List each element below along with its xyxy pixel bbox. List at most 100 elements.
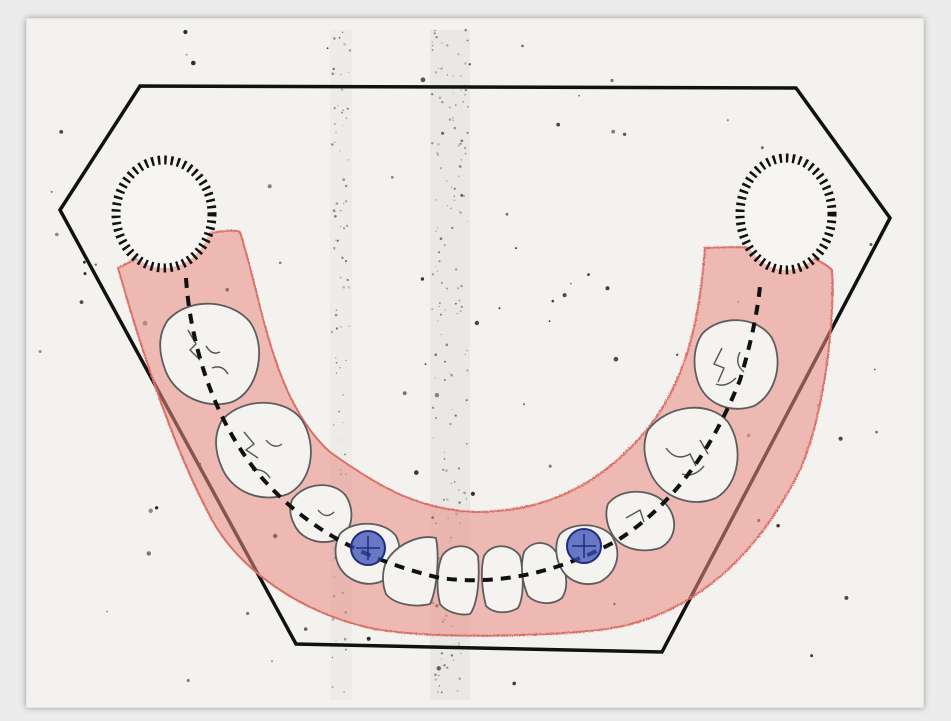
- dashed-circle-icon: [740, 158, 832, 270]
- streak-speck: [446, 44, 448, 46]
- streak-speck: [457, 690, 459, 692]
- streak-speck: [340, 326, 342, 328]
- paper-speck: [59, 130, 63, 134]
- streak-speck: [454, 127, 457, 130]
- paper-speck: [727, 119, 729, 121]
- streak-speck: [458, 501, 460, 503]
- streak-speck: [434, 674, 437, 677]
- streak-speck: [331, 143, 333, 145]
- streak-speck: [435, 36, 437, 38]
- streak-speck: [340, 74, 341, 75]
- streak-speck: [347, 279, 349, 281]
- paper-speck: [614, 357, 619, 362]
- streak-speck: [456, 313, 458, 315]
- streak-speck: [333, 424, 335, 426]
- streak-speck: [344, 638, 347, 641]
- streak-speck: [432, 438, 433, 439]
- streak-speck: [334, 215, 337, 218]
- streak-speck: [459, 300, 461, 302]
- streak-speck: [336, 640, 337, 641]
- streak-speck: [337, 240, 339, 242]
- streak-speck: [331, 331, 333, 333]
- streak-speck: [465, 354, 466, 355]
- streak-speck: [340, 277, 342, 279]
- streak-speck: [467, 106, 469, 108]
- streak-speck: [338, 411, 340, 413]
- streak-speck: [451, 227, 453, 229]
- streak-speck: [447, 205, 448, 206]
- streak-speck: [432, 273, 434, 275]
- streak-speck: [444, 452, 445, 453]
- streak-speck: [458, 489, 460, 491]
- streak-speck: [464, 94, 465, 95]
- streak-speck: [431, 142, 433, 144]
- streak-speck: [458, 642, 460, 644]
- streak-speck: [435, 199, 437, 201]
- streak-speck: [341, 112, 343, 114]
- streak-speck: [453, 75, 454, 76]
- streak-speck: [435, 231, 436, 232]
- streak-speck: [461, 306, 463, 308]
- paper-speck: [441, 132, 444, 135]
- paper-speck: [271, 660, 273, 662]
- streak-speck: [444, 361, 446, 363]
- paper-speck: [587, 273, 590, 276]
- paper-speck: [469, 63, 471, 65]
- streak-speck: [334, 123, 336, 125]
- paper-speck: [83, 261, 86, 264]
- streak-speck: [438, 68, 439, 69]
- streak-speck: [464, 147, 466, 149]
- streak-speck: [454, 188, 456, 190]
- streak-speck: [460, 75, 462, 77]
- streak-speck: [453, 120, 454, 121]
- streak-speck: [435, 71, 437, 73]
- streak-speck: [334, 249, 335, 250]
- streak-speck: [349, 49, 351, 51]
- paper-speck: [623, 133, 626, 136]
- streak-speck: [432, 42, 433, 43]
- streak-speck: [344, 454, 346, 456]
- streak-speck: [348, 159, 350, 161]
- streak-speck: [331, 72, 334, 75]
- paper-speck: [425, 363, 427, 365]
- paper-speck: [552, 300, 555, 303]
- streak-speck: [333, 247, 335, 249]
- paper-speck: [186, 54, 188, 56]
- streak-speck: [333, 37, 335, 39]
- streak-speck: [346, 118, 348, 120]
- paper-speck: [39, 350, 42, 353]
- paper-speck: [499, 307, 501, 309]
- streak-speck: [460, 653, 461, 654]
- streak-speck: [343, 203, 344, 204]
- paper-speck: [570, 283, 572, 285]
- streak-speck: [441, 652, 443, 654]
- streak-speck: [342, 178, 345, 181]
- streak-speck: [438, 306, 439, 307]
- streak-speck: [343, 691, 345, 693]
- paper-speck: [810, 654, 813, 657]
- streak-speck: [446, 180, 448, 182]
- streak-speck: [440, 314, 442, 316]
- streak-speck: [336, 202, 339, 205]
- streak-speck: [437, 691, 439, 693]
- streak-speck: [340, 210, 341, 211]
- paper-speck: [578, 95, 580, 97]
- streak-speck: [345, 649, 347, 651]
- streak-speck: [461, 90, 462, 91]
- streak-speck: [435, 377, 436, 378]
- streak-speck: [466, 221, 467, 222]
- streak-speck: [451, 483, 452, 484]
- tooth-right-second-molar: [695, 320, 778, 409]
- streak-speck: [443, 499, 445, 501]
- streak-speck: [457, 53, 459, 55]
- paper-speck: [106, 611, 108, 613]
- streak-speck: [441, 42, 443, 44]
- streak-speck: [345, 200, 347, 202]
- streak-speck: [335, 240, 336, 241]
- streak-speck: [336, 362, 338, 364]
- streak-speck: [435, 353, 438, 356]
- streak-speck: [434, 32, 436, 34]
- paper-speck: [471, 492, 475, 496]
- paper-speck: [55, 233, 59, 237]
- paper-speck: [437, 666, 441, 670]
